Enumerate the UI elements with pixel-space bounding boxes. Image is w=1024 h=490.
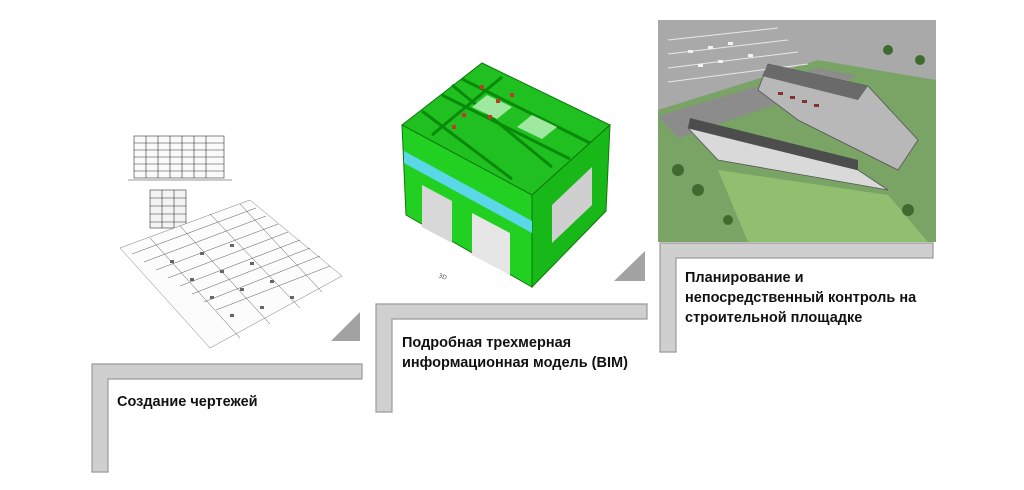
construction-site-illustration [658,20,936,242]
step-arrow-1 [331,312,360,341]
step-3-frame [659,242,934,353]
step-2-label: Подробная трехмерная информационная моде… [402,335,628,371]
drawings-illustration [110,128,345,356]
bim-model-illustration: 3D [392,55,624,297]
step-1-label: Создание чертежей [117,394,258,410]
step-arrow-2 [614,251,645,281]
step-3-label: Планирование и непосредственный контроль… [685,270,917,326]
svg-text:3D: 3D [437,272,448,282]
step-1-frame [91,363,363,473]
step-2-frame [375,303,648,413]
